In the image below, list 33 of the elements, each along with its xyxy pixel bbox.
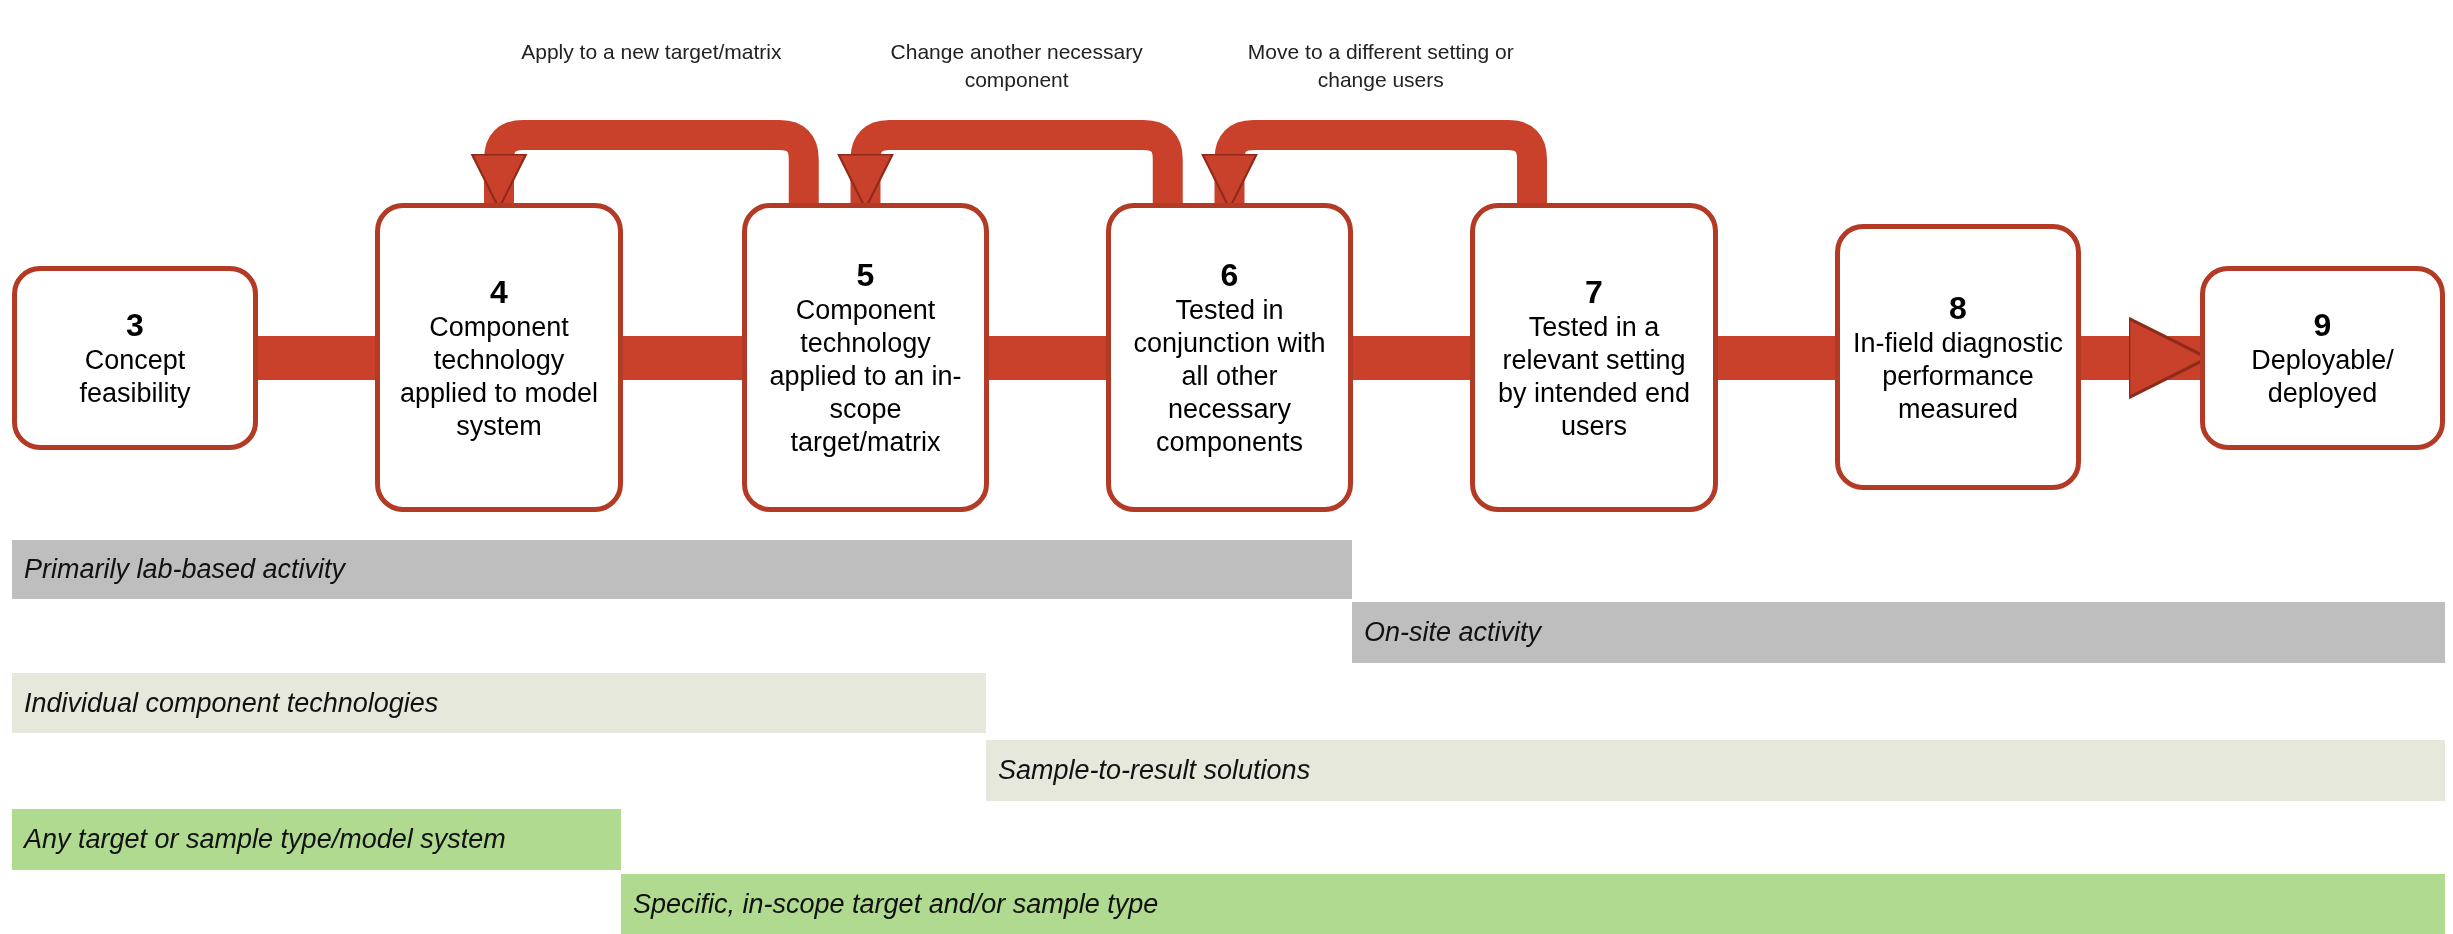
step-box <box>1835 224 2081 490</box>
step-number: 7 <box>1585 272 1603 311</box>
step-number: 3 <box>126 306 144 344</box>
step-number: 9 <box>2313 306 2332 344</box>
phase-band <box>12 673 986 733</box>
phase-band <box>986 740 2445 801</box>
step-text: Concept feasibility <box>78 344 192 410</box>
step-number: 4 <box>490 272 508 311</box>
step-text: Deployable/ deployed <box>2250 344 2395 410</box>
band-label: Individual component technologies <box>24 686 439 720</box>
step-text: Component technology applied to an in-scope target/matrix <box>768 294 963 459</box>
band-label: Specific, in-scope target and/or sample type <box>633 887 1159 921</box>
band-label: Any target or sample type/model system <box>24 823 506 857</box>
phase-band <box>621 874 2445 934</box>
phase-band <box>12 809 621 870</box>
step-box <box>375 203 623 512</box>
step-number: 8 <box>1949 288 1967 327</box>
step-text: Component technology applied to model system <box>398 310 600 443</box>
step-box <box>742 203 989 512</box>
step-box <box>2200 266 2445 450</box>
step-number: 6 <box>1220 256 1239 294</box>
band-label: Primarily lab-based activity <box>24 553 346 587</box>
step-box <box>1470 203 1718 512</box>
band-label: Sample-to-result solutions <box>998 754 1311 788</box>
step-text: Tested in conjunction with all other necessary components <box>1132 294 1327 459</box>
step-text: In-field diagnostic performance measured <box>1852 326 2064 426</box>
step-number: 5 <box>856 256 875 294</box>
step-text: Tested in a relevant setting by intended end users <box>1496 310 1692 443</box>
step-box <box>1106 203 1353 512</box>
step-box <box>12 266 258 450</box>
band-label: On-site activity <box>1364 616 1542 650</box>
phase-band <box>1352 602 2445 663</box>
phase-band <box>12 540 1352 599</box>
